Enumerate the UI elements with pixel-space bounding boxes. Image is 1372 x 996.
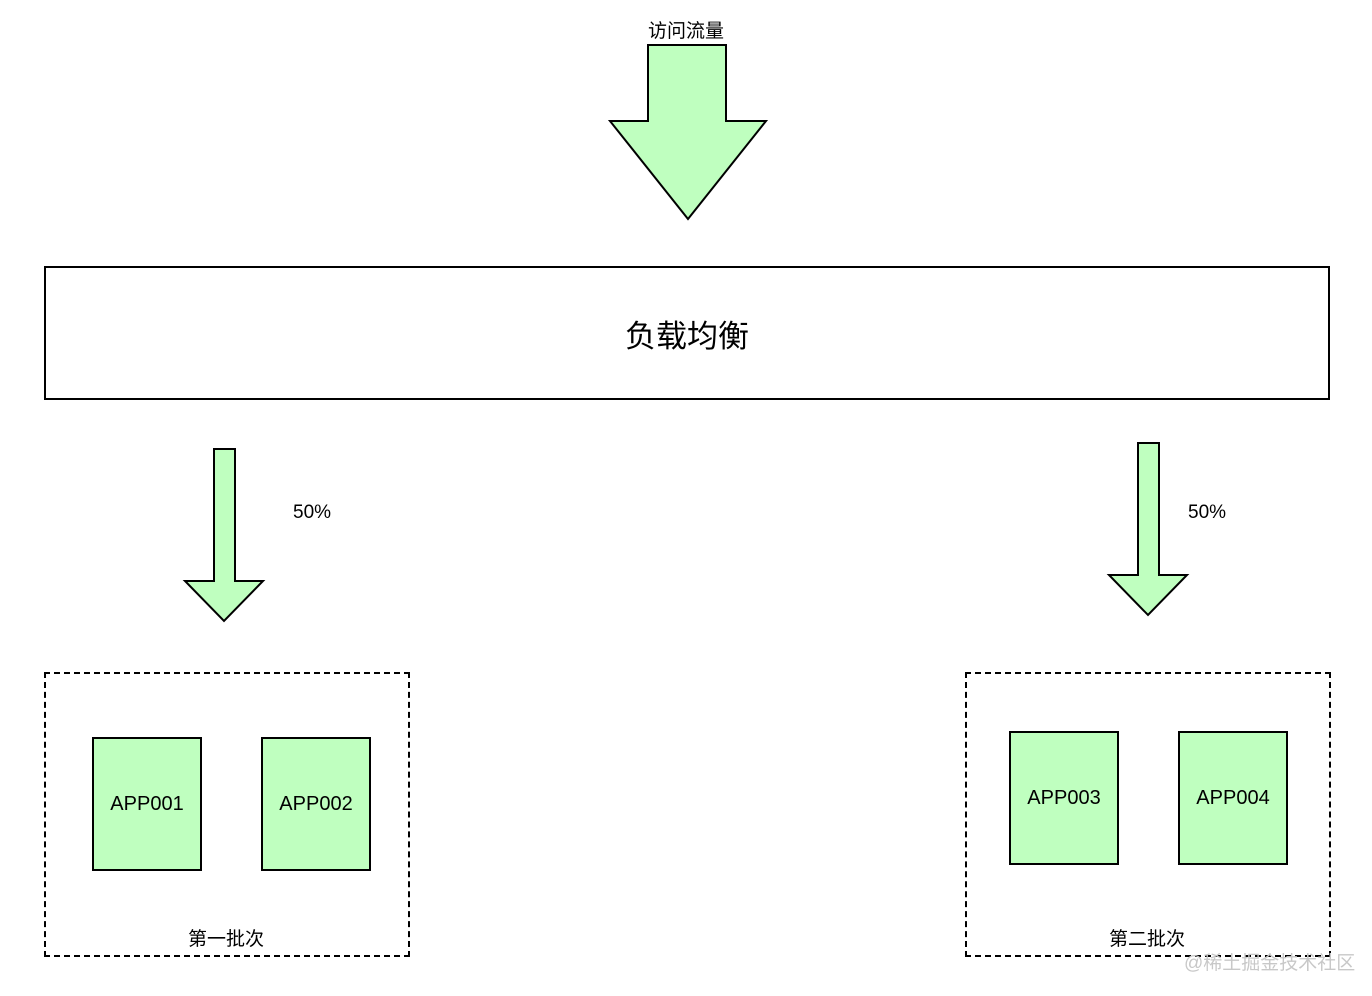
watermark: @稀土掘金技术社区: [1184, 953, 1356, 974]
batch-group-2: APP003 APP004 第二批次: [965, 672, 1331, 957]
app-node-1: APP001: [92, 737, 202, 871]
batch-group-1-label: 第一批次: [188, 929, 265, 950]
load-balancer-box: 负载均衡: [44, 266, 1330, 400]
right-branch-percent: 50%: [1188, 502, 1227, 523]
load-balancer-label: 负载均衡: [625, 318, 749, 355]
app-node-4: APP004: [1178, 731, 1288, 865]
batch-group-2-label: 第二批次: [1109, 929, 1186, 950]
app-node-2: APP002: [261, 737, 371, 871]
left-branch-percent: 50%: [293, 502, 332, 523]
traffic-label: 访问流量: [648, 21, 725, 42]
batch-group-1: APP001 APP002 第一批次: [44, 672, 410, 957]
app-node-3: APP003: [1009, 731, 1119, 865]
